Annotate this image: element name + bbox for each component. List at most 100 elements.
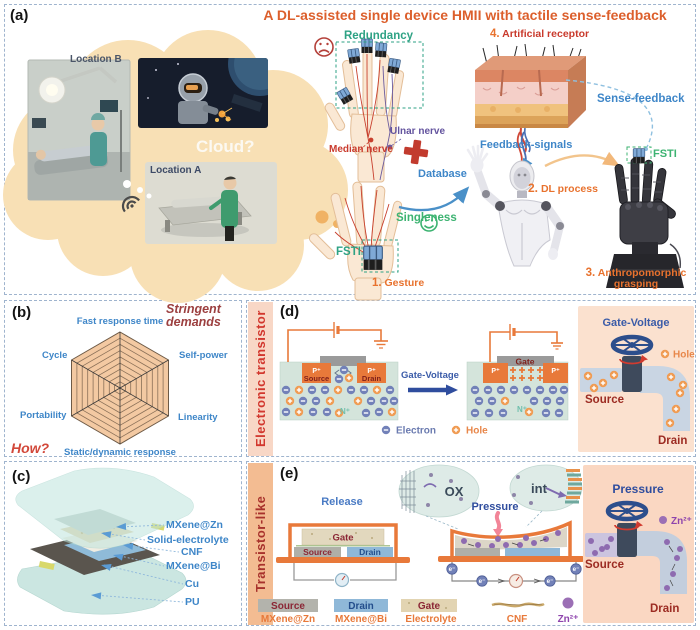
legend-gate-label: Gate (418, 601, 441, 612)
fsti-left-label: FSTI (336, 246, 361, 258)
panel-a-graphics (3, 30, 684, 303)
gate-swatch (401, 599, 457, 612)
pressure-label: Pressure (471, 501, 518, 513)
zn-ion-icon (562, 597, 574, 609)
int-inset-bubble: int (509, 464, 583, 528)
step2-text: DL process (540, 183, 598, 195)
dl-to-hand-arrow (544, 151, 621, 168)
skin-illustration (475, 43, 586, 153)
circuit-wires (287, 322, 388, 362)
layer-label-cu: Cu (185, 578, 199, 590)
thought-dots (123, 180, 152, 199)
source-label: Source (304, 374, 329, 383)
p-plus-label: P⁺ (312, 368, 321, 375)
axis-fast-response: Fast response time (76, 316, 164, 327)
pressure-arrow (493, 511, 503, 537)
drain-swatch (334, 599, 388, 612)
figure-title: A DL-assisted single device HMII with ta… (263, 7, 667, 23)
gate-label: Gate (332, 533, 353, 544)
legend-source-label: Source (271, 601, 305, 612)
fsti-right-label: FSTI (653, 148, 677, 160)
valve-title: Pressure (612, 482, 664, 496)
gate-voltage-arrow (408, 384, 458, 396)
photo-location-a (145, 162, 277, 244)
valve-analogy-holes: Gate-Voltage Hole Source Drain (578, 306, 695, 452)
legend-drain-label: Drain (348, 601, 374, 612)
step4-receptor-label: 4. Artificial receptor (490, 28, 589, 40)
wifi-icon (121, 195, 140, 213)
step2-dl-label: 2. DL process (528, 182, 598, 195)
location-b-label: Location B (70, 54, 122, 65)
hole-legend-label: Hole (466, 426, 488, 437)
step3-text-line2: grasping (613, 278, 659, 291)
layer-leader-lines (93, 524, 184, 603)
device-exploded-stack (15, 467, 194, 615)
axis-cycle: Cycle (42, 350, 68, 361)
feedback-signals-label: Feedback-signals (480, 139, 573, 151)
legend-gate-material: Electrolyte (405, 614, 457, 625)
ox-label: OX (445, 484, 464, 499)
step1-number: 1. (372, 277, 382, 289)
sense-feedback-curve (565, 79, 653, 148)
source-label: Source (303, 547, 332, 557)
valve-analogy-ions: Pressure Zn²⁺ Source Drain (583, 465, 694, 623)
valve-drain-label: Drain (650, 603, 679, 615)
axis-self-power: Self-power (179, 350, 228, 361)
axis-linearity: Linearity (178, 412, 218, 423)
layer-arrowheads (91, 522, 134, 600)
panel-c-label: (c) (12, 468, 31, 485)
photo-space-work (138, 58, 268, 128)
legend-zn-label: Zn²⁺ (558, 614, 579, 625)
panel-e-label: (e) (280, 465, 299, 482)
layer-label-pu: PU (185, 596, 200, 608)
hand-redundancy (324, 38, 405, 183)
layer-label-mxene-zn: MXene@Zn (166, 519, 223, 531)
panel-b-label: (b) (12, 304, 32, 321)
singleness-box (361, 239, 399, 273)
gate-voltage-label: Gate-Voltage (401, 370, 459, 381)
p-plus-label: P⁺ (551, 368, 560, 375)
panel-e-graphics: e⁻ Release Gate Source Drain (258, 464, 694, 625)
panel-c-graphics (15, 467, 194, 615)
location-a-label: Location A (150, 165, 202, 176)
sad-face-icon (314, 37, 334, 57)
valve-title: Gate-Voltage (602, 317, 669, 329)
step3-number: 3. (585, 267, 596, 279)
smiley-face-icon (420, 214, 438, 232)
radar-spokes (71, 332, 169, 444)
gate-label: Gate (516, 357, 535, 367)
axis-portability: Portability (20, 410, 67, 421)
stringent-line2: demands (166, 315, 221, 330)
hand-singleness (308, 181, 403, 301)
panel-b-graphics (71, 331, 169, 445)
legend-drain-material: MXene@Bi (335, 614, 387, 625)
ulnar-nerve-lines (379, 65, 394, 181)
median-nerve-label: Median nerve (329, 144, 393, 155)
cloud-question: Cloud? (196, 137, 255, 156)
step4-number: 4. (490, 28, 500, 40)
transistor-on-diagram: P⁺ P⁺ Gate N⁺ (466, 324, 569, 421)
valve-drain-label: Drain (658, 435, 687, 447)
plus-icon (403, 139, 429, 165)
valve-hole-label: Hole (673, 350, 695, 361)
legend-cnf-label: CNF (507, 614, 528, 625)
layer-pu-bottom (17, 548, 187, 615)
layer-label-cnf: CNF (181, 546, 203, 558)
step3-anthro-label: 3. Anthropomorphic grasping (576, 267, 696, 290)
database-label: Database (418, 168, 467, 180)
photo-location-b (27, 59, 131, 201)
radar-chart (71, 331, 169, 445)
layer-label-mxene-bi: MXene@Bi (166, 560, 221, 572)
robotic-hand-illustration (606, 157, 684, 288)
panel-d-label: (d) (280, 303, 300, 320)
drain-label: Drain (362, 374, 382, 383)
p-plus-label: P⁺ (367, 368, 376, 375)
release-label: Release (321, 496, 363, 508)
singleness-label: Singleness (396, 212, 457, 224)
device-pressed (438, 520, 584, 589)
electron-legend-label: Electron (396, 426, 436, 437)
valve-source-label: Source (585, 394, 624, 406)
carrier-legend: Electron Hole (381, 426, 488, 437)
legend-source-material: MXene@Zn (261, 614, 315, 625)
